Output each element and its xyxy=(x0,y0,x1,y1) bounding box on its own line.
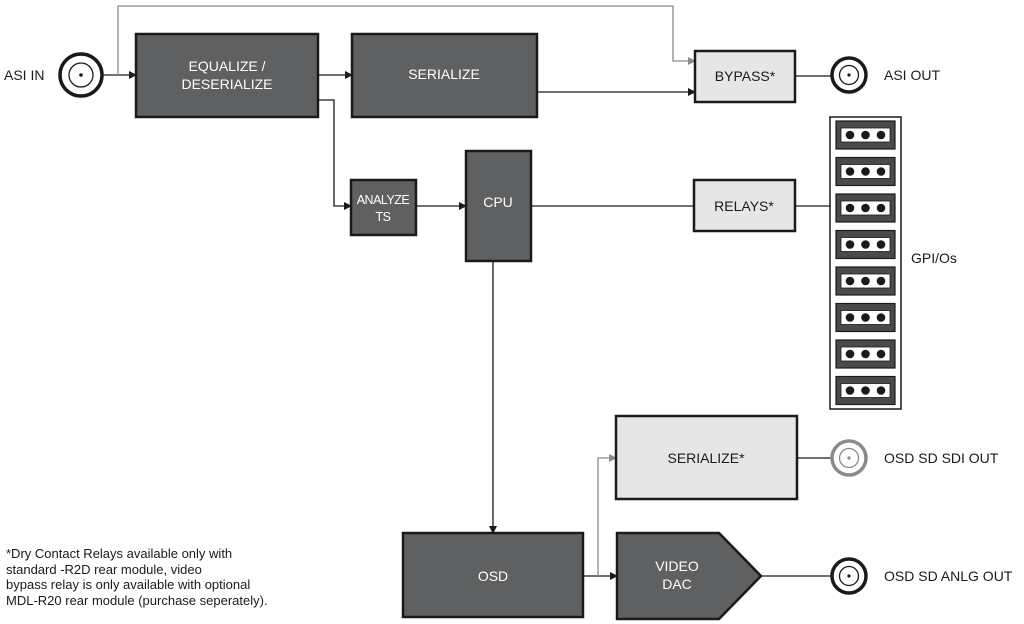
gpio-pin xyxy=(876,313,886,322)
cpu-label: CPU xyxy=(483,194,513,210)
gpio-terminal-slot xyxy=(835,229,896,260)
wire-equalize-to-analyze xyxy=(317,75,352,210)
osd-sd-anlg-out-connector-icon xyxy=(830,557,868,595)
gpio-pin xyxy=(861,276,870,286)
gpio-pin xyxy=(876,167,886,176)
serialize-star-label: SERIALIZE* xyxy=(667,450,745,466)
gpio-pin xyxy=(876,240,886,249)
gpio-pin xyxy=(845,276,855,286)
gpio-pin xyxy=(861,203,870,213)
gpio-slots xyxy=(835,120,896,406)
wire-osd-to-serialize-star xyxy=(597,454,617,576)
gpio-pin xyxy=(876,203,886,213)
osd-sd-sdi-out-label: OSD SD SDI OUT xyxy=(884,450,999,466)
gpio-pin xyxy=(861,386,870,395)
relays-label: RELAYS* xyxy=(714,198,774,214)
osd-sd-sdi-out-connector-icon xyxy=(830,439,868,477)
asi-in-label: ASI IN xyxy=(4,67,44,83)
asi-in-connector-icon xyxy=(58,52,104,98)
block-relays: RELAYS* xyxy=(692,178,797,233)
gpio-pin xyxy=(845,240,855,249)
gpio-terminal-slot xyxy=(835,339,896,369)
gpio-terminal-slot xyxy=(835,375,896,406)
gpio-terminal-slot xyxy=(835,302,896,333)
equalize-label-line2: DESERIALIZE xyxy=(181,76,272,92)
gpio-pin xyxy=(845,386,855,395)
analyze-label-line2: TS xyxy=(376,210,391,224)
footnote-line-4: MDL-R20 rear module (purchase seperately… xyxy=(6,592,268,608)
serialize-label: SERIALIZE xyxy=(408,66,480,82)
wire-asi-in-bypass-loop xyxy=(117,5,696,75)
gpio-pin xyxy=(845,349,855,359)
analyze-label-line1: ANALYZE xyxy=(357,193,410,207)
osd-sd-anlg-out-label: OSD SD ANLG OUT xyxy=(884,568,1013,584)
block-analyze-ts: ANALYZE TS xyxy=(349,178,418,237)
osd-label: OSD xyxy=(478,568,508,584)
gpio-pin xyxy=(845,313,855,322)
footnote-line-1: *Dry Contact Relays available only with xyxy=(6,546,233,561)
equalize-label-line1: EQUALIZE / xyxy=(188,58,265,74)
gpio-terminal-slot xyxy=(835,193,896,223)
footnote-line-3: bypass relay is only available with opti… xyxy=(6,577,251,592)
asi-out-connector-icon xyxy=(830,56,868,94)
block-serialize-star: SERIALIZE* xyxy=(614,414,799,501)
gpio-pin xyxy=(861,167,870,176)
bypass-label: BYPASS* xyxy=(715,68,776,84)
connections xyxy=(103,5,832,580)
gpio-terminal-slot xyxy=(835,266,896,296)
gpio-terminal-slot xyxy=(835,120,896,150)
footnote-line-2: standard -R2D rear module, video xyxy=(6,561,202,577)
gpio-pin xyxy=(876,276,886,286)
gpio-pin xyxy=(876,386,886,395)
block-bypass: BYPASS* xyxy=(693,49,797,104)
gpio-pin xyxy=(876,349,886,359)
block-cpu: CPU xyxy=(464,149,533,263)
gpio-pin xyxy=(876,130,886,140)
gpio-terminal-strip xyxy=(829,116,902,410)
block-osd: OSD xyxy=(401,531,585,619)
gpio-pin xyxy=(861,349,870,359)
gpio-pin xyxy=(861,313,870,322)
gpio-pin xyxy=(845,130,855,140)
block-video-dac: VIDEO DAC xyxy=(615,531,763,621)
block-serialize: SERIALIZE xyxy=(350,32,539,119)
gpios-label: GPI/Os xyxy=(911,250,957,266)
gpio-pin xyxy=(861,240,870,249)
gpio-pin xyxy=(845,203,855,213)
gpio-pin xyxy=(861,130,870,140)
video-dac-label-line1: VIDEO xyxy=(655,558,699,574)
asi-out-label: ASI OUT xyxy=(884,67,940,83)
block-equalize-deserialize: EQUALIZE / DESERIALIZE xyxy=(134,32,320,119)
gpio-pin xyxy=(845,167,855,176)
footnote: *Dry Contact Relays available only with … xyxy=(6,546,326,608)
video-dac-label-line2: DAC xyxy=(662,576,692,592)
gpio-terminal-slot xyxy=(835,156,896,187)
